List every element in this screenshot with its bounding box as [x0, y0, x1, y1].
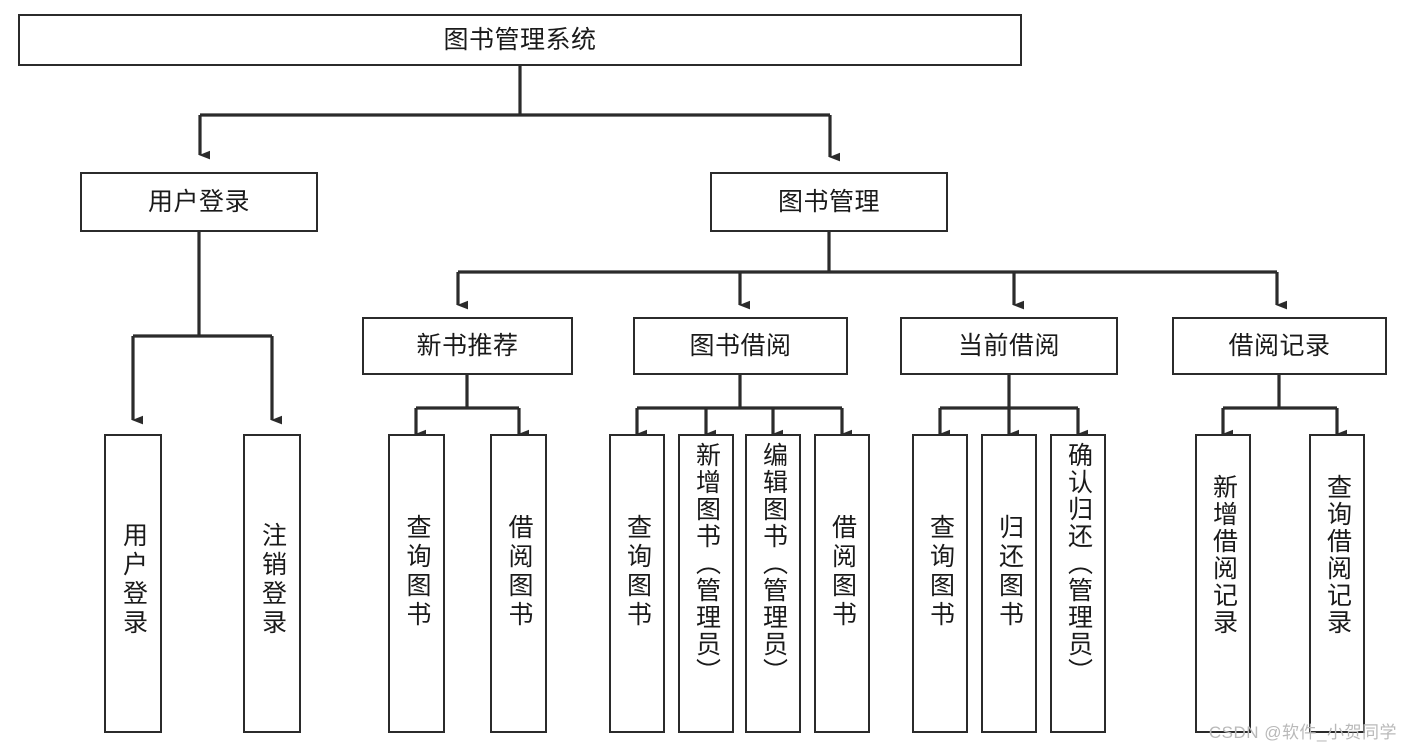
node-borrow-record[interactable]: 借阅记录: [1172, 317, 1387, 375]
node-current-borrow[interactable]: 当前借阅: [900, 317, 1118, 375]
node-label: 新增借阅记录: [1209, 474, 1238, 636]
leaf-query-borrow-record[interactable]: 查询借阅记录: [1309, 434, 1365, 733]
leaf-add-borrow-record[interactable]: 新增借阅记录: [1195, 434, 1251, 733]
node-book-borrow[interactable]: 图书借阅: [633, 317, 848, 375]
node-label: 新书推荐: [416, 331, 519, 360]
node-label: 查询图书: [623, 514, 652, 630]
node-label: 注销登录: [258, 522, 287, 638]
node-label: 图书借阅: [689, 331, 792, 360]
node-label: 当前借阅: [957, 331, 1060, 360]
node-label: 查询图书: [403, 514, 431, 630]
leaf-edit-book-admin[interactable]: 编辑图书（管理员）: [745, 434, 801, 733]
node-label: 借阅记录: [1228, 331, 1331, 360]
leaf-borrow-book-2[interactable]: 借阅图书: [814, 434, 870, 733]
csdn-watermark: CSDN @软件_小贺同学: [1208, 723, 1397, 742]
node-label: 用户登录: [147, 187, 250, 216]
node-book-management[interactable]: 图书管理: [710, 172, 948, 232]
leaf-add-book-admin[interactable]: 新增图书（管理员）: [678, 434, 734, 733]
node-label: 归还图书: [995, 514, 1024, 630]
leaf-borrow-book-1[interactable]: 借阅图书: [490, 434, 547, 733]
node-label: 新增图书（管理员）: [692, 442, 721, 685]
leaf-query-book-1[interactable]: 查询图书: [388, 434, 445, 733]
node-label: 查询借阅记录: [1323, 474, 1352, 636]
node-label: 图书管理: [777, 187, 880, 216]
leaf-confirm-return-admin[interactable]: 确认归还（管理员）: [1050, 434, 1106, 733]
leaf-query-book-2[interactable]: 查询图书: [609, 434, 665, 733]
node-label: 用户登录: [119, 522, 148, 638]
node-label: 查询图书: [926, 514, 955, 630]
node-label: 图书管理系统: [443, 25, 597, 54]
node-new-book-recommend[interactable]: 新书推荐: [362, 317, 573, 375]
leaf-logout-login[interactable]: 注销登录: [243, 434, 301, 733]
node-label: 确认归还（管理员）: [1064, 442, 1093, 685]
leaf-query-book-3[interactable]: 查询图书: [912, 434, 968, 733]
node-root-book-management-system[interactable]: 图书管理系统: [18, 14, 1022, 66]
leaf-return-book[interactable]: 归还图书: [981, 434, 1037, 733]
leaf-user-login[interactable]: 用户登录: [104, 434, 162, 733]
node-user-login[interactable]: 用户登录: [80, 172, 318, 232]
node-label: 编辑图书（管理员）: [759, 442, 788, 685]
node-label: 借阅图书: [828, 514, 857, 630]
node-label: 借阅图书: [505, 514, 533, 630]
